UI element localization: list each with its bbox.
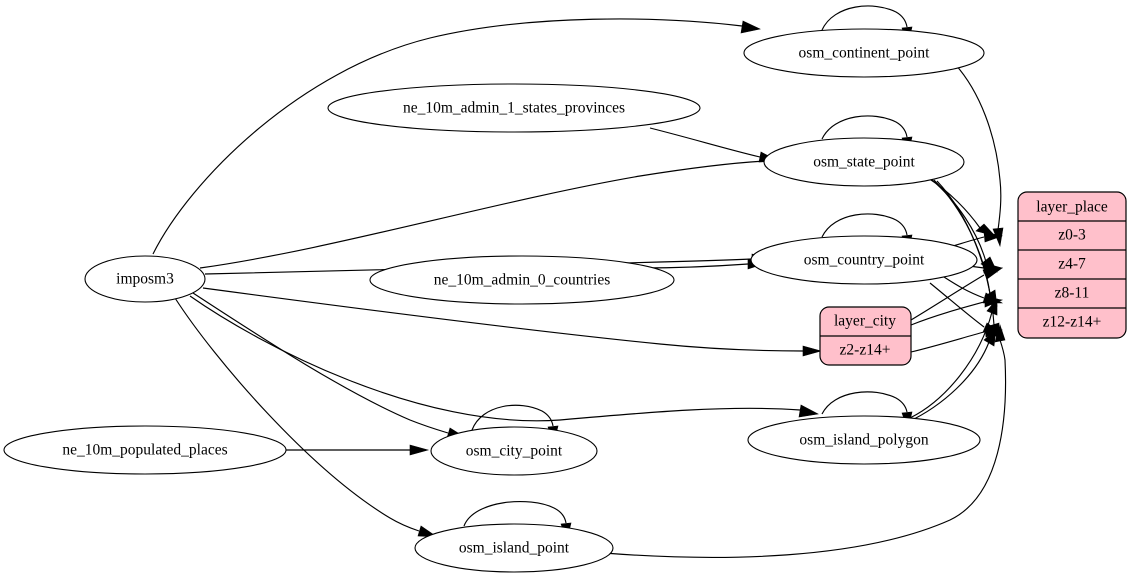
node-ne_states-label: ne_10m_admin_1_states_provinces bbox=[403, 100, 625, 117]
record-layer_city-header: layer_city bbox=[834, 313, 896, 330]
node-ne_10m_admin_1_states_provinces[interactable]: ne_10m_admin_1_states_provinces bbox=[327, 83, 701, 133]
edge-ne_states-to-osm_state_point bbox=[649, 127, 780, 163]
node-imposm3[interactable]: imposm3 bbox=[84, 255, 206, 303]
node-osm_state_point-label: osm_state_point bbox=[813, 154, 915, 171]
node-layer: imposm3 ne_10m_admin_1_states_provinces … bbox=[3, 28, 985, 573]
node-osm_island_point-label: osm_island_point bbox=[459, 540, 570, 557]
edge-imposm3-to-osm_state_point bbox=[199, 155, 785, 269]
edge-imposm3-to-osm_island_polygon bbox=[189, 295, 819, 422]
edge-imposm3-to-layer_city bbox=[202, 287, 823, 357]
node-osm_continent_point[interactable]: osm_continent_point bbox=[743, 28, 985, 78]
record-layer_city[interactable]: layer_city z2-z14+ bbox=[819, 306, 912, 366]
edge-osm_continent_point-to-layer_place-z0-3 bbox=[954, 63, 1004, 248]
edge-imposm3-to-osm_island_point bbox=[174, 297, 439, 538]
record-layer_city-row-z2-z14[interactable]: z2-z14+ bbox=[840, 342, 891, 359]
node-osm_country_point-label: osm_country_point bbox=[804, 252, 925, 269]
edge-osm_island_polygon-to-layer_place-z8-11 bbox=[909, 298, 998, 419]
node-osm_city_point-label: osm_city_point bbox=[466, 443, 563, 460]
record-layer_place[interactable]: layer_place z0-3 z4-7 z8-11 z12-z14+ bbox=[1017, 191, 1127, 339]
edge-osm_island_polygon-to-layer_place-z12-z14+ bbox=[907, 329, 997, 423]
node-osm_island_polygon-label: osm_island_polygon bbox=[799, 432, 928, 449]
record-layer: layer_place z0-3 z4-7 z8-11 z12-z14+ lay… bbox=[819, 191, 1127, 366]
node-osm_island_point[interactable]: osm_island_point bbox=[414, 523, 614, 573]
record-layer_place-row-z4-7[interactable]: z4-7 bbox=[1058, 256, 1086, 273]
node-osm_continent_point-label: osm_continent_point bbox=[799, 45, 931, 62]
edge-layer_city-to-layer_place-z8-11 bbox=[910, 296, 1004, 326]
node-ne_populated-label: ne_10m_populated_places bbox=[62, 442, 227, 459]
node-ne_10m_admin_0_countries[interactable]: ne_10m_admin_0_countries bbox=[369, 255, 675, 305]
edge-ne_populated-to-osm_city_point bbox=[284, 444, 430, 456]
record-layer_place-row-z0-3[interactable]: z0-3 bbox=[1058, 227, 1086, 244]
node-osm_city_point[interactable]: osm_city_point bbox=[430, 426, 598, 476]
edge-imposm3-to-osm_continent_point bbox=[152, 18, 761, 255]
node-ne_countries-label: ne_10m_admin_0_countries bbox=[434, 272, 611, 289]
edge-osm_state_point-to-layer_place-z0-3 bbox=[927, 177, 996, 237]
node-imposm3-label: imposm3 bbox=[116, 271, 174, 288]
node-ne_10m_populated_places[interactable]: ne_10m_populated_places bbox=[3, 425, 287, 475]
node-osm_state_point[interactable]: osm_state_point bbox=[763, 137, 965, 187]
node-osm_island_polygon[interactable]: osm_island_polygon bbox=[747, 415, 981, 465]
node-osm_country_point[interactable]: osm_country_point bbox=[750, 235, 978, 285]
edge-layer_city-to-layer_place-z4-7 bbox=[910, 267, 1004, 321]
edge-osm_island_point-to-layer_place-z12-z14+ bbox=[603, 323, 1007, 558]
record-layer_place-header: layer_place bbox=[1036, 199, 1108, 216]
record-layer_place-row-z12-z14[interactable]: z12-z14+ bbox=[1043, 314, 1102, 331]
edge-imposm3-to-osm_city_point bbox=[192, 292, 468, 439]
record-layer_place-row-z8-11[interactable]: z8-11 bbox=[1055, 285, 1090, 302]
